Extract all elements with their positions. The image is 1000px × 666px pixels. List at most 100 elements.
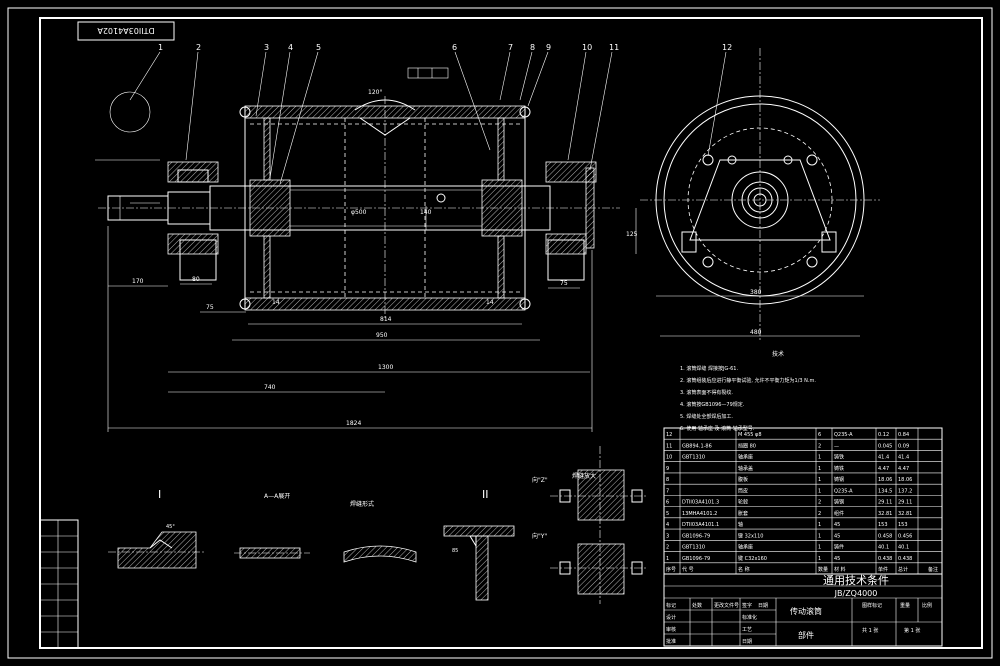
dim-120deg: 120° [368,89,382,96]
section-aa-label: A—A展开 [264,493,290,500]
balloon-labels: 1 2 3 4 5 6 7 8 9 10 11 12 [158,43,732,52]
bom-cell-code: GB894.1-86 [682,443,712,449]
bom-cell-qty: 2 [818,443,821,449]
dim-170: 170 [132,278,144,285]
bom-cell-qty: 1 [818,556,821,562]
end-view: 380 480 125 [626,48,880,340]
bom-cell-w1: 32.81 [878,511,892,517]
bom-cell-no: 9 [666,466,669,472]
inner-frame [39,17,983,649]
bom-cell-w2: 0.09 [898,443,909,449]
bom-cell-w1: 0.045 [878,443,892,449]
dim-85: 85 [452,548,458,554]
bom-cell-mat: Q235-A [834,488,853,494]
outer-frame [7,7,993,659]
tech-note-4: 4. 滚筒按GB1096—79规定. [680,401,745,408]
dim-480: 480 [750,329,762,336]
view-z-y: 焊缝放大 向"Z" 向"Y" [532,446,646,604]
balloon-10: 10 [582,43,592,52]
bom-cell-code: 13MHA4101.2 [682,511,717,517]
tb-stage-2: 比例 [922,602,932,609]
bom-cell-mat: 45 [834,556,840,562]
bom-cell-name: 轮毂 [738,499,748,506]
dim-140: 140 [420,209,432,216]
bom-cell-no: 10 [666,455,672,461]
title-tech-standard: 通用技术条件 [823,573,889,587]
bom-cell-w2: 29.11 [898,500,912,506]
left-binding-margin [39,519,79,649]
tb-r3-0: 审核 [666,626,676,633]
bom-cell-mat: — [834,443,839,449]
bom-cell-code: GB1096-79 [682,556,710,562]
bom-cell-name: 键 32x110 [738,532,763,539]
bom-cell-name: M 455 φ8 [738,432,762,438]
tb-r2-2: 标准化 [742,614,757,621]
tech-notes-title: 技术 [772,350,784,358]
bom-cell-no: 6 [666,500,669,506]
tb-sheet-current: 第 1 张 [904,627,920,634]
tb-r1-4: 日期 [758,603,768,609]
tb-stage-1: 重量 [900,602,910,609]
balloon-6: 6 [452,43,457,52]
bom-cell-qty: 1 [818,466,821,472]
tb-r4-2: 日期 [742,639,752,645]
dim-814: 814 [380,316,392,323]
bom-cell-name: 腹板 [738,476,748,483]
bom-cell-name: 挡圈 80 [738,442,756,449]
tb-r1-1: 处数 [692,602,702,609]
bom-header-cell: 总计 [898,566,908,573]
tb-r1-2: 更改文件号 [714,602,739,609]
bom-header-cell: 名 称 [738,566,750,573]
bom-cell-name: 轴承盖 [738,465,753,472]
bom-cell-no: 11 [666,443,672,449]
drawing-name: 传动滚筒 [790,606,822,616]
bom-cell-mat: 铸钢 [834,499,844,506]
drawing-subname: 部件 [798,630,814,640]
bom-cell-w1: 0.12 [878,432,889,438]
bom-cell-qty: 1 [818,477,821,483]
bom-cell-w2: 0.84 [898,432,909,438]
bom-cell-mat: 铸铁 [834,465,844,472]
dim-950: 950 [376,332,388,339]
tb-r4-0: 批准 [666,638,676,645]
detail-ii-label: II [482,488,489,501]
bom-cell-qty: 1 [818,533,821,539]
bom-cell-name: 胀套 [738,510,748,517]
drawing-code-box: DTII03A4102A [77,21,175,41]
bom-cell-no: 12 [666,432,672,438]
bom-cell-qty: 2 [818,500,821,506]
bom-cell-qty: 2 [818,511,821,517]
dimension-lines: 1824 740 1300 950 814 170 80 75 75 14 14… [107,89,593,432]
bom-cell-code: GB1096-79 [682,533,710,539]
bom-cell-qty: 6 [818,432,821,438]
bom-cell-no: 1 [666,556,669,562]
bom-cell-w2: 32.81 [898,511,912,517]
balloon-12: 12 [722,43,732,52]
tb-r3-2: 工艺 [742,627,752,633]
tb-r1-3: 签字 [742,602,752,609]
bom-cell-no: 3 [666,533,669,539]
bom-header-cell: 单件 [878,566,888,573]
tb-sheet-total: 共 1 张 [862,627,878,634]
dim-14-left: 14 [272,299,280,306]
tb-r1-0: 标记 [666,602,676,609]
bom-cell-w1: 18.06 [878,477,892,483]
drawing-code: DTII03A4102A [97,26,155,35]
bom-cell-w2: 4.47 [898,466,909,472]
bom-cell-qty: 1 [818,488,821,494]
tech-note-5: 5. 焊缝处全部焊后加工. [680,413,733,420]
dim-75-left: 75 [206,304,214,311]
bom-cell-w1: 40.1 [878,545,889,551]
dim-80: 80 [192,276,200,283]
bom-cell-w1: 4.47 [878,466,889,472]
bom-cell-no: 8 [666,477,669,483]
weld-form-label: 焊缝形式 [350,500,374,508]
bom-cell-mat: 铸钢 [834,476,844,483]
title-std-code: JB/ZQ4000 [834,589,878,598]
dim-740: 740 [264,384,276,391]
balloon-11: 11 [609,43,619,52]
balloon-8: 8 [530,43,535,52]
bom-cell-w1: 41.4 [878,455,889,461]
